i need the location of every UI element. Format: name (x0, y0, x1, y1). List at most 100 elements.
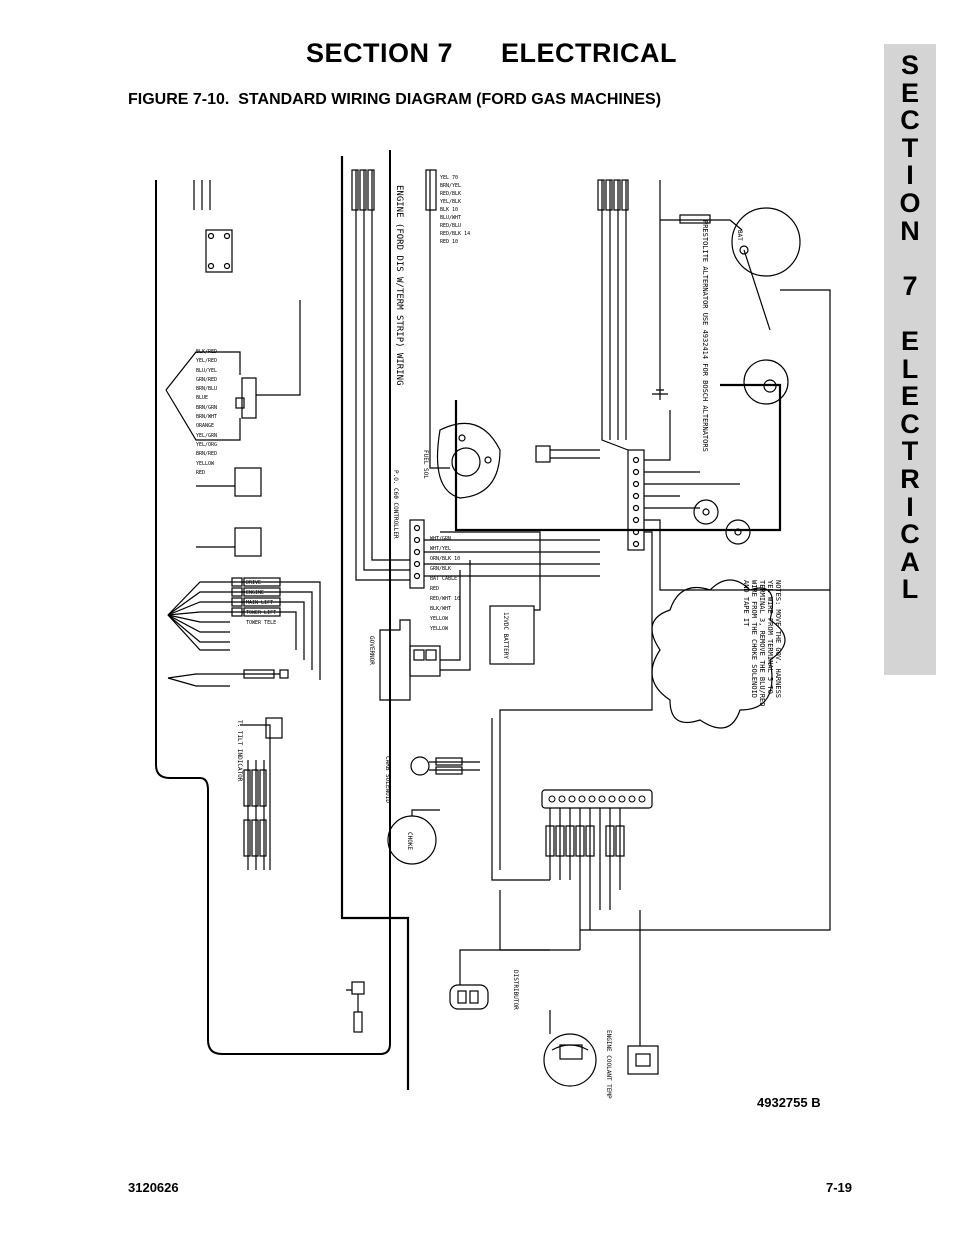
wire-label: BRN/YEL (440, 183, 462, 189)
document-number: 3120626 (128, 1180, 179, 1195)
side-tab-letter: E (900, 77, 919, 108)
limit-switch (205, 229, 233, 273)
wire-label: BRN/RED (196, 451, 218, 458)
wire-label: RED/BLU (440, 223, 462, 229)
engine-wires-top (355, 170, 410, 581)
battery-label: 12VDC BATTERY (502, 612, 509, 659)
terminal-block (627, 449, 645, 551)
wire-label: BRN/WHT (196, 414, 218, 421)
wire-label: ENGINE (246, 590, 265, 596)
side-tab-letter: R (900, 463, 920, 494)
notes-text: NOTES: MOVE THE GOV. HARNESS YEL WIRE FR… (742, 580, 782, 707)
alternator (652, 180, 801, 405)
side-tab-letter (884, 245, 936, 273)
wire-label: ORANGE (196, 423, 215, 430)
side-tab-letter: E (900, 381, 919, 412)
wire-label: RED/BLK (440, 191, 462, 197)
coolant-label: ENGINE COOLANT TEMP (605, 1030, 612, 1099)
wire-label: YEL/BLK (440, 199, 462, 205)
wire-label: MAIN LIFT (246, 600, 274, 606)
center-wire-labels: WHT/GRN WHT/YEL ORN/BLK 10 GRN/BLK BAT CABLE… (430, 534, 460, 634)
wire-label: BLUE (196, 395, 209, 402)
side-tab-letter: T (901, 132, 919, 163)
ecu-connector (541, 789, 653, 809)
wire-label: YEL/RED (196, 358, 218, 365)
side-tab-letter: A (900, 546, 920, 577)
side-tab-letter: T (901, 436, 919, 467)
wire-label: BLU/YEL (196, 367, 218, 374)
choke-label: CHOKE (406, 832, 413, 851)
figure-title: FIGURE 7-10. STANDARD WIRING DIAGRAM (FO… (128, 91, 662, 108)
wire-label: RED (196, 469, 206, 476)
notes-cloud (651, 579, 786, 729)
wire-label: RED (430, 586, 440, 592)
side-tab-letter: I (906, 160, 914, 191)
carb-solenoid (410, 756, 430, 776)
main-harness-trunk (155, 150, 391, 1055)
page-number: 7-19 (826, 1180, 853, 1195)
side-tab-letter: 7 (902, 270, 918, 301)
side-tab-letter: C (900, 408, 920, 439)
wire-label: BLK/WHT (430, 606, 452, 612)
valve-block-2 (234, 527, 262, 557)
wire-label: RED/WHT 10 (430, 596, 461, 602)
left-wire-fan-upper (165, 300, 301, 441)
wire-label: YELLOW (430, 626, 449, 632)
wire-label: YELLOW (196, 460, 215, 467)
side-tab-letter: I (906, 491, 914, 522)
wire-label: TOWER TELE (246, 620, 277, 626)
wire-label: YEL 70 (440, 175, 459, 181)
coolant-sensor (627, 1045, 659, 1075)
left-wire-fan-lower (167, 669, 289, 687)
wire-label: RED/BLK 14 (440, 231, 471, 237)
side-tab-letter: E (900, 325, 919, 356)
distributor-label: DISTRIBUTOR (512, 970, 519, 1010)
fuel-label: FUEL SOL (422, 450, 429, 479)
wire-label: BAT CABLE (430, 576, 458, 582)
side-tab-letter (884, 300, 936, 328)
wire-label: BRN/GRN (196, 404, 218, 411)
wire-label: RED 10 (440, 239, 459, 245)
wire-label: YELLOW (430, 616, 449, 622)
wire-label: WHT/GRN (430, 536, 452, 542)
camshaft-sensor (543, 1010, 597, 1087)
distributor-cap (436, 422, 501, 499)
oil-pressure-sender (693, 499, 719, 525)
crankshaft-sensor (449, 984, 489, 1010)
valve-block-1 (234, 467, 262, 497)
wire-label: ORN/BLK 10 (430, 556, 461, 562)
side-tab-letter: L (901, 353, 919, 384)
side-tab-letter: N (900, 215, 920, 246)
relay (535, 445, 551, 463)
side-tab-letter: S (900, 50, 919, 80)
side-tab-letter: C (900, 519, 920, 550)
wire-label: TOWER LIFT (246, 610, 277, 616)
side-tab-letter: L (901, 574, 919, 605)
tilt-indicator-label: T. TILT INDICATOR (236, 720, 243, 782)
bat-label: BAT (736, 230, 743, 241)
wire-label: GRN/BLK (430, 566, 452, 572)
wire-label: BRN/BLU (196, 386, 218, 393)
section-title: SECTION 7 ELECTRICAL (306, 38, 678, 68)
wire-label: YEL/GRN (196, 432, 218, 439)
side-tab-letter: O (899, 187, 921, 218)
lower-sensor-plug (351, 981, 365, 995)
left-wire-fan-middle (167, 577, 321, 680)
wire-label: BLK/RED (196, 349, 218, 355)
carb-solenoid-label: CARB SOLENOID (384, 756, 391, 803)
alternator-note: PRESTOLITE ALTERNATOR USE 4932414 FOR BO… (701, 220, 709, 452)
wire-label: BLU/WHT (440, 215, 462, 221)
wire-label: WHT/YEL (430, 546, 452, 552)
governor (379, 560, 471, 701)
controller-terminal-strip (409, 519, 425, 589)
engine-wiring-label: ENGINE (FORD DIS W/TERM STRIP) WIRING (394, 185, 404, 386)
wire-label: YEL/ORG (196, 441, 218, 448)
drawing-number: 4932755 B (757, 1095, 821, 1110)
wire-label: BLK 10 (440, 207, 459, 213)
tilt-indicator-harness (240, 717, 283, 870)
top-wire-labels: YEL 70 BRN/YEL RED/BLK YEL/BLK BLK 10 BLU/WHT… (440, 174, 470, 246)
